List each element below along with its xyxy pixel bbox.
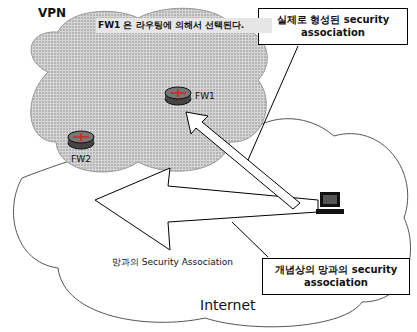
router-fw2: FW2 [66, 128, 96, 164]
callout-text: 실제로 형성된 security association [265, 14, 401, 39]
router-label: FW2 [71, 154, 91, 164]
router-fw1: FW1 [163, 84, 215, 108]
router-label: FW1 [195, 91, 215, 101]
callout-text: 개념상의 망과의 security association [269, 264, 403, 289]
router-icon [66, 128, 96, 152]
leader-line [248, 46, 298, 160]
conceptual-sa-arrow [95, 168, 318, 250]
cloud-label: Internet [200, 297, 256, 313]
callout-box: 개념상의 망과의 security association [262, 258, 410, 295]
arrow-label: 망과의 Security Association [110, 256, 235, 269]
callout-box: 실제로 형성된 security association [258, 8, 408, 45]
router-icon [163, 84, 193, 108]
cloud-heading: VPN [38, 6, 66, 20]
leader-line [232, 222, 268, 257]
cloud-note: FW1 은 라우팅에 의해서 선택된다. [96, 18, 272, 33]
computer-icon [316, 192, 344, 214]
actual-sa-arrow [186, 112, 300, 209]
